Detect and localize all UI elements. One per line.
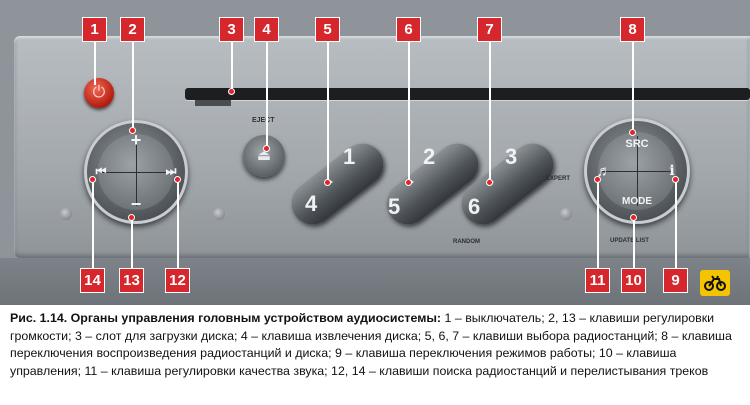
callout-11: 11 (586, 269, 609, 292)
screw-icon (213, 208, 225, 220)
callout-dot (129, 127, 136, 134)
control-knob[interactable]: SRC MODE ♬ i (584, 118, 690, 224)
callout-dot (324, 179, 331, 186)
callout-12: 12 (166, 269, 189, 292)
publisher-logo-icon (700, 270, 730, 296)
callout-dot (174, 176, 181, 183)
callout-dot (128, 214, 135, 221)
preset-5-button[interactable]: 5 (388, 194, 401, 219)
callout-dot (630, 214, 637, 221)
callout-leader (327, 31, 329, 181)
volume-down-button[interactable]: − (130, 194, 142, 214)
callout-dot (486, 179, 493, 186)
callout-8: 8 (621, 18, 644, 41)
preset-2-button[interactable]: 2 (423, 144, 436, 169)
callout-leader (266, 31, 268, 147)
callout-4: 4 (255, 18, 278, 41)
callout-leader (489, 31, 491, 181)
callout-leader (231, 31, 233, 91)
callout-leader (632, 31, 634, 131)
caption-title: Рис. 1.14. Органы управления головным ус… (10, 311, 442, 325)
callout-14: 14 (81, 269, 104, 292)
src-button[interactable]: SRC (625, 138, 649, 150)
caption-text: 1 – выключатель; 2, 13 – клавиши регулир… (10, 311, 732, 378)
seek-forward-icon[interactable]: ⏭ (165, 164, 177, 178)
radio-photo: ⏻ + − ⏮ ⏭ EJECT ⏏ 1 4 2 5 3 6 RANDOM EXP… (0, 0, 750, 305)
disc-slot[interactable] (185, 88, 750, 100)
callout-dot (89, 176, 96, 183)
disc-slot-lip (195, 100, 231, 106)
preset-4-button[interactable]: 4 (305, 191, 318, 216)
callout-leader (92, 178, 94, 270)
eject-label: EJECT (252, 117, 275, 124)
mode-button[interactable]: MODE (622, 196, 652, 207)
eject-button[interactable]: ⏏ (243, 135, 285, 177)
callout-leader (94, 31, 96, 85)
info-icon[interactable]: i (669, 163, 675, 179)
callout-9: 9 (664, 269, 687, 292)
knob-divider (136, 138, 137, 206)
callout-leader (633, 216, 635, 270)
callout-leader (597, 178, 599, 270)
preset-3-button[interactable]: 3 (505, 144, 518, 169)
callout-dot (263, 145, 270, 152)
callout-3: 3 (220, 18, 243, 41)
eject-icon: ⏏ (256, 147, 272, 164)
callout-dot (672, 176, 679, 183)
seek-back-icon[interactable]: ⏮ (95, 164, 107, 178)
update-list-label: UPDATE LIST (610, 238, 649, 244)
screw-icon (60, 208, 72, 220)
callout-10: 10 (622, 269, 645, 292)
callout-leader (177, 178, 179, 270)
callout-5: 5 (316, 18, 339, 41)
callout-leader (408, 31, 410, 181)
power-button[interactable]: ⏻ (84, 78, 114, 108)
callout-6: 6 (397, 18, 420, 41)
callout-1: 1 (83, 18, 106, 41)
callout-dot (228, 88, 235, 95)
random-label: RANDOM (453, 239, 480, 245)
callout-dot (629, 129, 636, 136)
callout-13: 13 (120, 269, 143, 292)
power-icon: ⏻ (92, 84, 106, 101)
preset-6-button[interactable]: 6 (468, 194, 481, 219)
figure-caption: Рис. 1.14. Органы управления головным ус… (10, 310, 745, 380)
callout-dot (594, 176, 601, 183)
volume-up-button[interactable]: + (130, 130, 142, 150)
volume-knob[interactable]: + − ⏮ ⏭ (84, 120, 188, 224)
callout-2: 2 (121, 18, 144, 41)
knob-divider (637, 136, 638, 206)
screw-icon (560, 208, 572, 220)
callout-leader (132, 31, 134, 129)
callout-leader (131, 216, 133, 270)
music-note-icon[interactable]: ♬ (596, 163, 612, 180)
expert-label: EXPERT (546, 176, 571, 182)
preset-1-button[interactable]: 1 (343, 144, 356, 169)
callout-7: 7 (478, 18, 501, 41)
callout-dot (405, 179, 412, 186)
callout-leader (675, 178, 677, 270)
